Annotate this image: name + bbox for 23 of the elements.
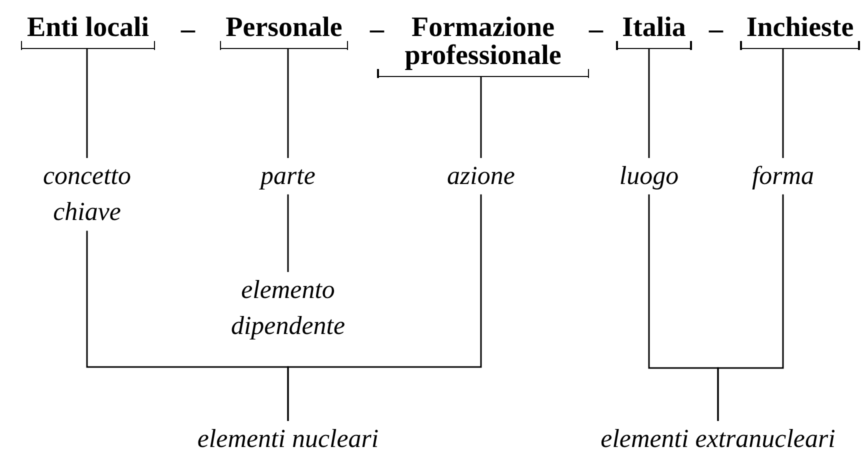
connector-line — [717, 194, 784, 421]
connector-line — [648, 49, 650, 158]
term-heading: Inchieste — [740, 14, 860, 49]
connector-line — [287, 194, 482, 421]
role-label: forma — [752, 158, 814, 194]
connector-line — [287, 49, 289, 158]
term-heading: Personale — [220, 14, 348, 49]
role-label: concetto chiave — [17, 158, 157, 231]
connector-line — [86, 49, 88, 158]
role-label: luogo — [619, 158, 679, 194]
connector-line — [480, 77, 482, 158]
term-heading: Enti locali — [20, 14, 156, 49]
connector-line — [287, 194, 289, 272]
dash: – — [709, 14, 723, 46]
term-heading: Italia — [616, 14, 692, 49]
dash: – — [589, 14, 603, 46]
role-label: parte — [260, 158, 316, 194]
connector-line — [782, 49, 784, 158]
role-label: elemento dipendente — [218, 272, 358, 345]
role-label: azione — [447, 158, 515, 194]
dash: – — [181, 14, 195, 46]
role-label: elementi nucleari — [197, 421, 379, 456]
role-label: elementi extranucleari — [600, 421, 836, 456]
